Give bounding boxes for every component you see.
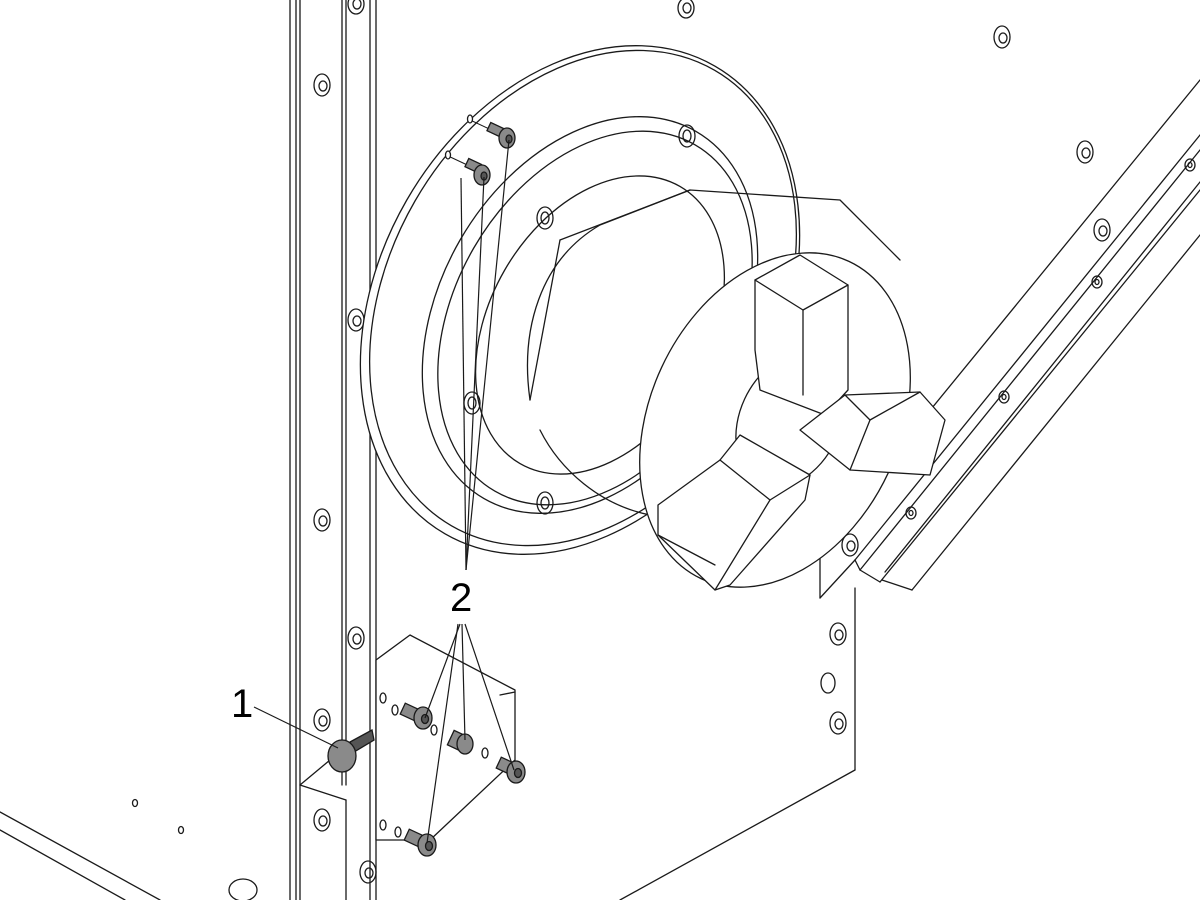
screw-plate-3 [495,756,526,784]
callout-label-2: 2 [450,576,473,620]
screw-plate-4 [403,828,437,857]
left-cabinet-panel [0,798,258,902]
main-housing-panel [619,0,1094,901]
chuck-jaws [657,254,946,591]
callout-label-1: 1 [231,682,254,726]
vertical-frame-rails [289,0,377,901]
screw-top-1 [466,114,516,149]
diagonal-rail-assembly [819,79,1200,599]
latch-item-1 [327,729,375,773]
screws-item-2 [399,114,526,857]
screw-top-2 [444,150,491,186]
leader-lines [253,139,515,844]
mounting-plate [375,634,516,841]
rail-screws [313,0,377,884]
